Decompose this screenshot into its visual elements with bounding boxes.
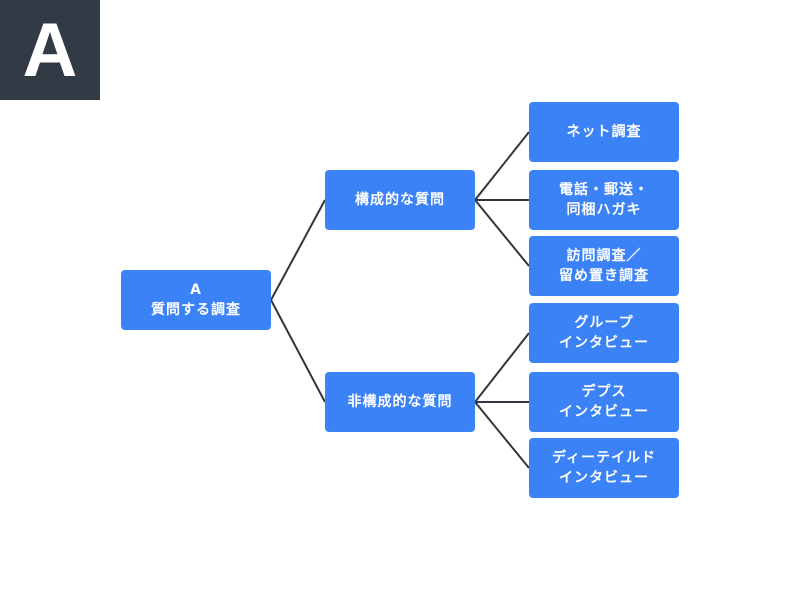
node-root-line1: A (190, 282, 202, 298)
node-group-interview-line2: インタビュー (559, 335, 649, 351)
node-detailed-interview-line1: ディーテイルド (551, 450, 657, 466)
node-unstructured: 非構成的な質問 (325, 372, 475, 432)
node-phone-mail-survey-line1: 電話・郵送・ (559, 182, 649, 198)
node-group-interview-line1: グループ (574, 315, 634, 331)
edge-root-structured (270, 199, 326, 301)
node-unstructured-label: 非構成的な質問 (347, 394, 453, 410)
node-net-survey-line1: ネット調査 (566, 124, 642, 140)
node-detailed-interview-line2: インタビュー (559, 470, 649, 486)
node-visit-survey-line2: 留め置き調査 (559, 268, 649, 284)
badge-letter: A (22, 7, 78, 93)
edge-root-unstructured (270, 299, 326, 403)
node-structured-label: 構成的な質問 (355, 192, 445, 208)
node-root-line2: 質問する調査 (151, 302, 241, 318)
node-structured: 構成的な質問 (325, 170, 475, 230)
node-root: A 質問する調査 (121, 270, 271, 330)
edge-unstructured-child-3 (474, 401, 530, 469)
corner-badge: A (0, 0, 100, 100)
edge-structured-child-1 (474, 131, 530, 201)
node-visit-survey-line1: 訪問調査／ (566, 248, 642, 264)
node-depth-interview-line2: インタビュー (559, 404, 649, 420)
edge-structured-child-3 (474, 199, 530, 267)
node-depth-interview-line1: デプス (581, 384, 627, 400)
node-detailed-interview: ディーテイルド インタビュー (529, 438, 679, 498)
edge-unstructured-child-1 (474, 332, 530, 403)
node-net-survey: ネット調査 (529, 102, 679, 162)
node-visit-survey: 訪問調査／ 留め置き調査 (529, 236, 679, 296)
node-group-interview: グループ インタビュー (529, 303, 679, 363)
node-phone-mail-survey: 電話・郵送・ 同梱ハガキ (529, 170, 679, 230)
node-depth-interview: デプス インタビュー (529, 372, 679, 432)
node-phone-mail-survey-line2: 同梱ハガキ (566, 202, 642, 218)
